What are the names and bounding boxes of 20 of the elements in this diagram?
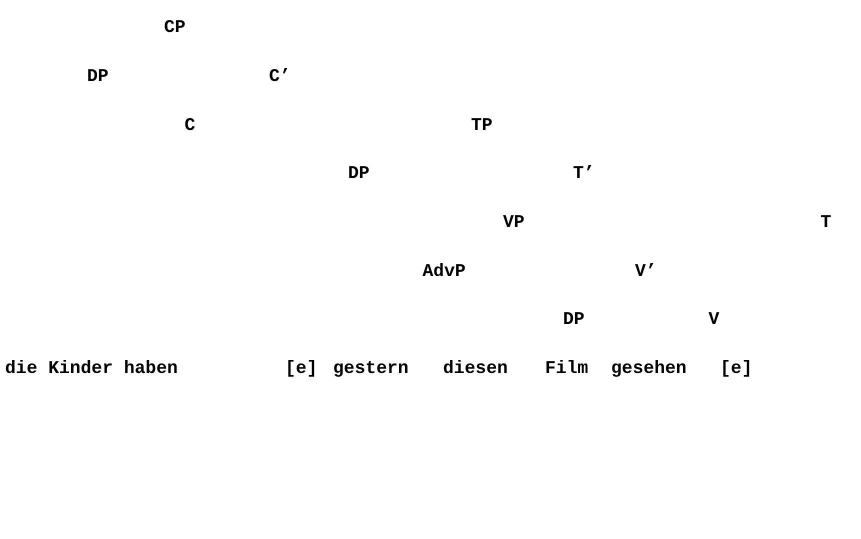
word-label: gestern [333, 358, 409, 380]
category-label: AdvP [422, 261, 466, 283]
category-label: DP [87, 66, 109, 88]
category-label: T’ [573, 163, 595, 185]
word-label: [e] [720, 358, 752, 380]
word-label: diesen [443, 358, 508, 380]
category-label: DP [348, 163, 370, 185]
category-label: C [184, 115, 196, 137]
category-label: DP [563, 309, 585, 331]
category-label: T [820, 212, 832, 234]
word-label: Film [545, 358, 588, 380]
category-label: V [708, 309, 720, 331]
category-label: C’ [269, 66, 291, 88]
word-label: [e] [285, 358, 318, 380]
category-label: VP [503, 212, 525, 234]
category-label: CP [164, 17, 186, 39]
category-label: V’ [635, 261, 657, 283]
word-label: gesehen [611, 358, 687, 380]
word-label: die Kinder haben [5, 358, 178, 380]
category-label: TP [471, 115, 493, 137]
